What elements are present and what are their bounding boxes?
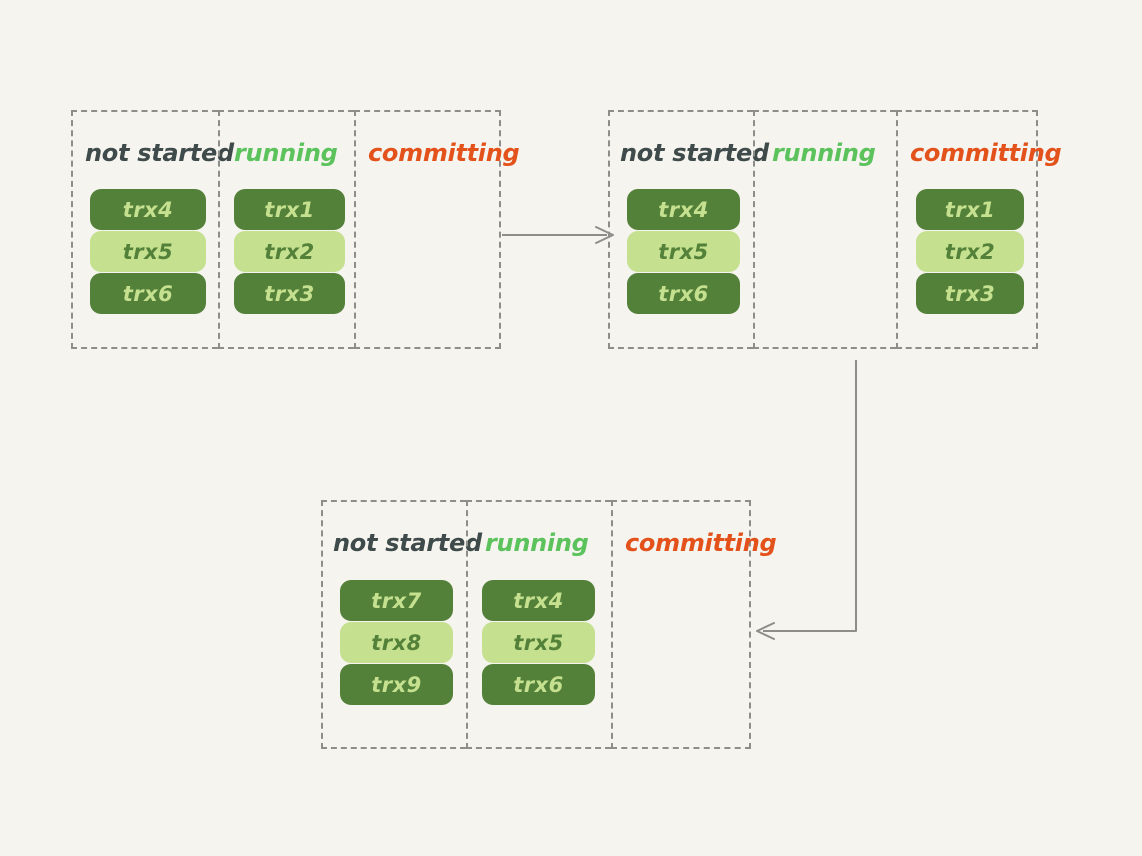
column-label-committing: committing (910, 139, 1062, 167)
transaction-stack: trx1 trx2 trx3 (916, 189, 1024, 314)
transaction-pill[interactable]: trx7 (340, 580, 453, 621)
transaction-pill[interactable]: trx6 (90, 273, 206, 314)
transaction-pill[interactable]: trx1 (916, 189, 1024, 230)
transaction-pill[interactable]: trx2 (234, 231, 345, 272)
arrow-group2-to-group3 (756, 360, 857, 640)
transaction-stack: trx4 trx5 trx6 (482, 580, 595, 705)
transaction-pill[interactable]: trx2 (916, 231, 1024, 272)
state-column-not-started: not started trx7 trx8 trx9 (321, 500, 482, 749)
state-column-running: running trx4 trx5 trx6 (466, 500, 611, 749)
column-label-committing: committing (625, 529, 777, 557)
arrow-group1-to-group2 (502, 226, 614, 244)
column-label-not-started: not started (85, 139, 234, 167)
transaction-pill[interactable]: trx9 (340, 664, 453, 705)
transaction-stack: trx4 trx5 trx6 (627, 189, 740, 314)
state-group-3: not started trx7 trx8 trx9 running trx4 … (321, 500, 777, 749)
transaction-pill[interactable]: trx5 (627, 231, 740, 272)
transaction-stack: trx1 trx2 trx3 (234, 189, 345, 314)
column-label-not-started: not started (620, 139, 769, 167)
state-group-2: not started trx4 trx5 trx6 running commi… (608, 110, 1062, 349)
transaction-pill[interactable]: trx4 (627, 189, 740, 230)
column-label-running: running (485, 529, 589, 557)
transaction-pill[interactable]: trx6 (482, 664, 595, 705)
transaction-pill[interactable]: trx1 (234, 189, 345, 230)
transaction-pill[interactable]: trx3 (234, 273, 345, 314)
state-group-1: not started trx4 trx5 trx6 running trx1 … (71, 110, 520, 349)
state-column-committing: committing (354, 110, 520, 349)
state-column-not-started: not started trx4 trx5 trx6 (608, 110, 769, 349)
transaction-pill[interactable]: trx5 (90, 231, 206, 272)
state-column-running: running (753, 110, 896, 349)
transaction-stack: trx7 trx8 trx9 (340, 580, 453, 705)
column-label-not-started: not started (333, 529, 482, 557)
state-column-not-started: not started trx4 trx5 trx6 (71, 110, 234, 349)
column-label-running: running (234, 139, 338, 167)
transaction-stack: trx4 trx5 trx6 (90, 189, 206, 314)
transaction-pill[interactable]: trx8 (340, 622, 453, 663)
state-column-committing: committing trx1 trx2 trx3 (896, 110, 1062, 349)
state-column-running: running trx1 trx2 trx3 (218, 110, 354, 349)
transaction-pill[interactable]: trx4 (482, 580, 595, 621)
transaction-pill[interactable]: trx5 (482, 622, 595, 663)
transaction-pill[interactable]: trx4 (90, 189, 206, 230)
transaction-pill[interactable]: trx6 (627, 273, 740, 314)
transaction-pill[interactable]: trx3 (916, 273, 1024, 314)
column-label-committing: committing (368, 139, 520, 167)
column-label-running: running (772, 139, 876, 167)
state-column-committing: committing (611, 500, 777, 749)
